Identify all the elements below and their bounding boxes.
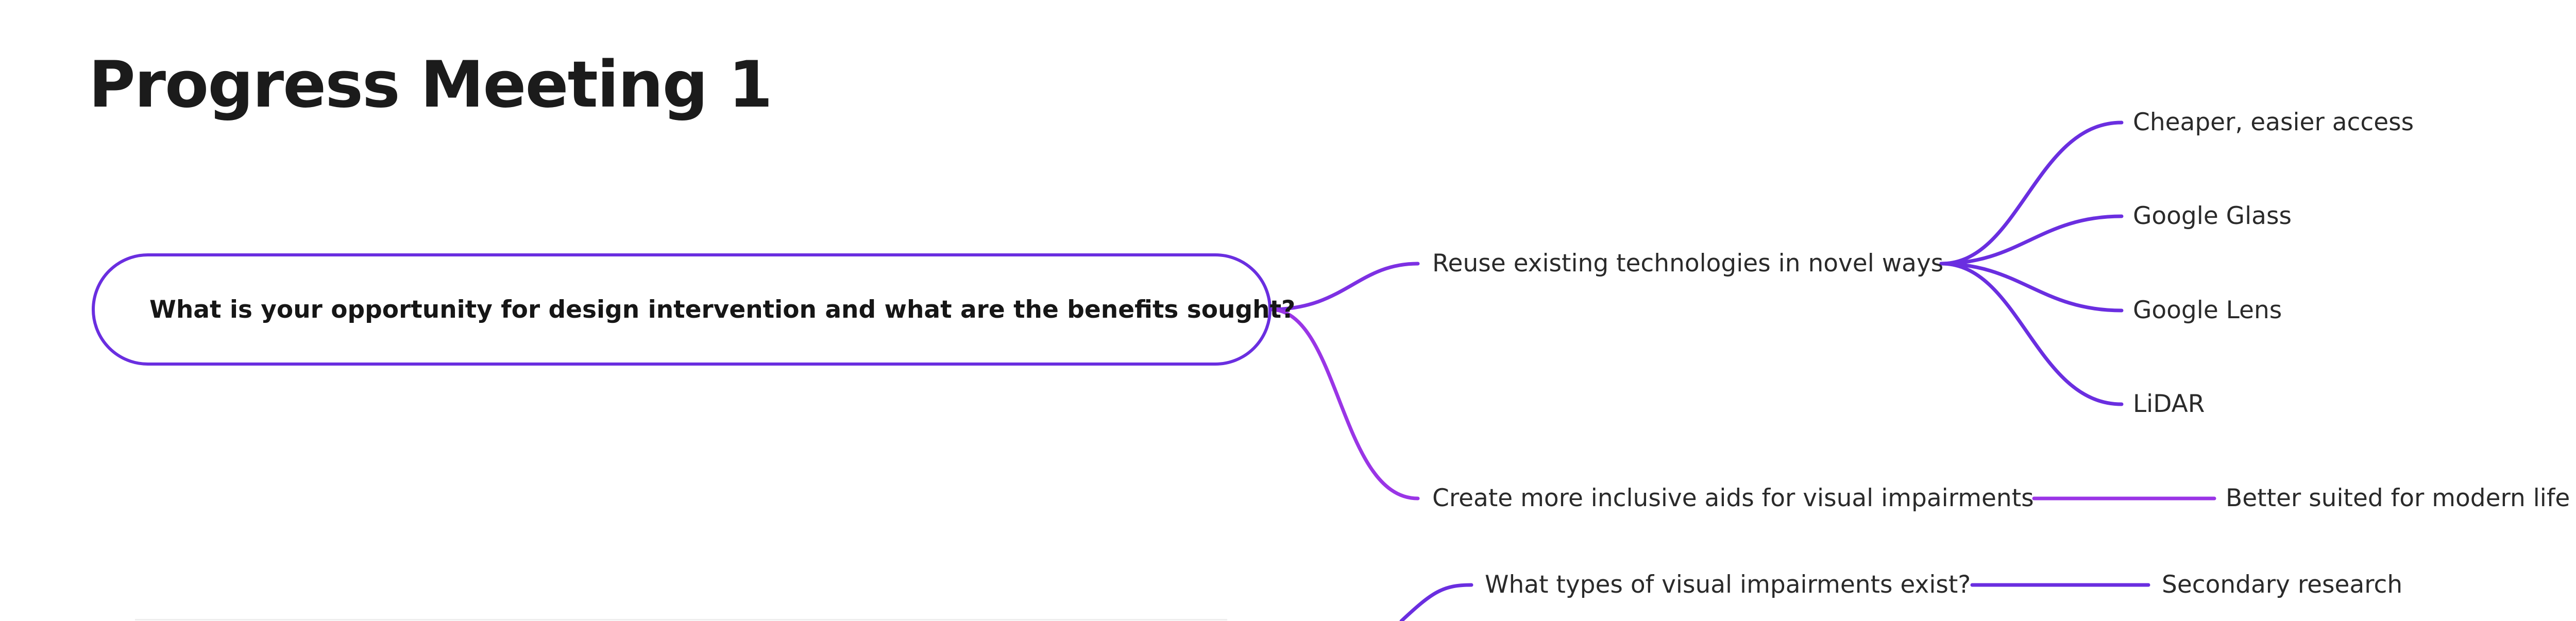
leaf-better-suited[interactable]: Better suited for modern life xyxy=(2226,484,2570,512)
branch-inclusive-aids[interactable]: Create more inclusive aids for visual im… xyxy=(1432,484,2034,512)
edge-reuse-glass xyxy=(1939,214,2124,266)
edge-root-inclusive xyxy=(1268,307,1420,501)
page-title: Progress Meeting 1 xyxy=(89,48,773,122)
branch-impairment-types[interactable]: What types of visual impairments exist? xyxy=(1485,571,1971,599)
leaf-secondary-research[interactable]: Secondary research xyxy=(2162,571,2403,599)
section-divider xyxy=(135,619,1227,620)
edge-root-reuse xyxy=(1268,262,1420,312)
edge-root-types xyxy=(1399,583,1473,621)
leaf-lidar[interactable]: LiDAR xyxy=(2133,390,2205,418)
edge-reuse-lens xyxy=(1939,262,2124,313)
edge-reuse-cheaper xyxy=(1939,120,2124,266)
root-node-label: What is your opportunity for design inte… xyxy=(149,295,1296,324)
leaf-google-lens[interactable]: Google Lens xyxy=(2133,296,2282,324)
root-node[interactable]: What is your opportunity for design inte… xyxy=(92,253,1295,366)
leaf-cheaper-access[interactable]: Cheaper, easier access xyxy=(2133,108,2414,136)
edge-reuse-lidar xyxy=(1939,262,2124,406)
branch-reuse[interactable]: Reuse existing technologies in novel way… xyxy=(1432,249,1944,278)
leaf-google-glass[interactable]: Google Glass xyxy=(2133,202,2292,230)
